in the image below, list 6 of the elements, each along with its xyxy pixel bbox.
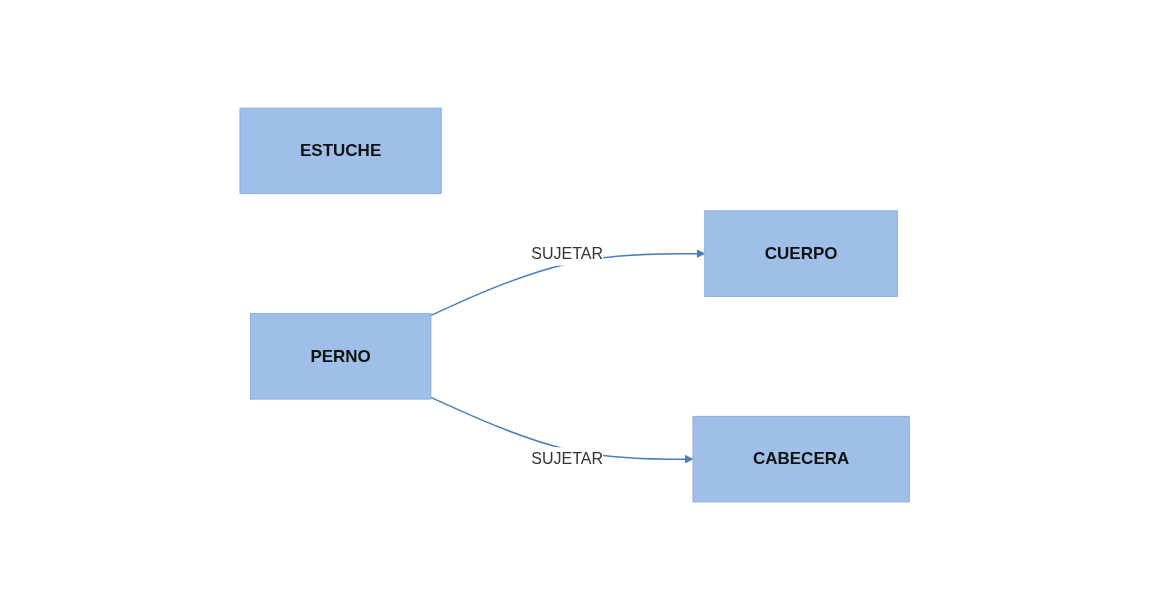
node-box: ESTUCHE (239, 107, 443, 195)
node-box: CUERPO (704, 210, 899, 297)
node-box: PERNO (250, 313, 432, 400)
node-box: CABECERA (692, 415, 911, 503)
edge-label: SUJETAR (531, 450, 604, 468)
edge-label: SUJETAR (531, 244, 604, 262)
